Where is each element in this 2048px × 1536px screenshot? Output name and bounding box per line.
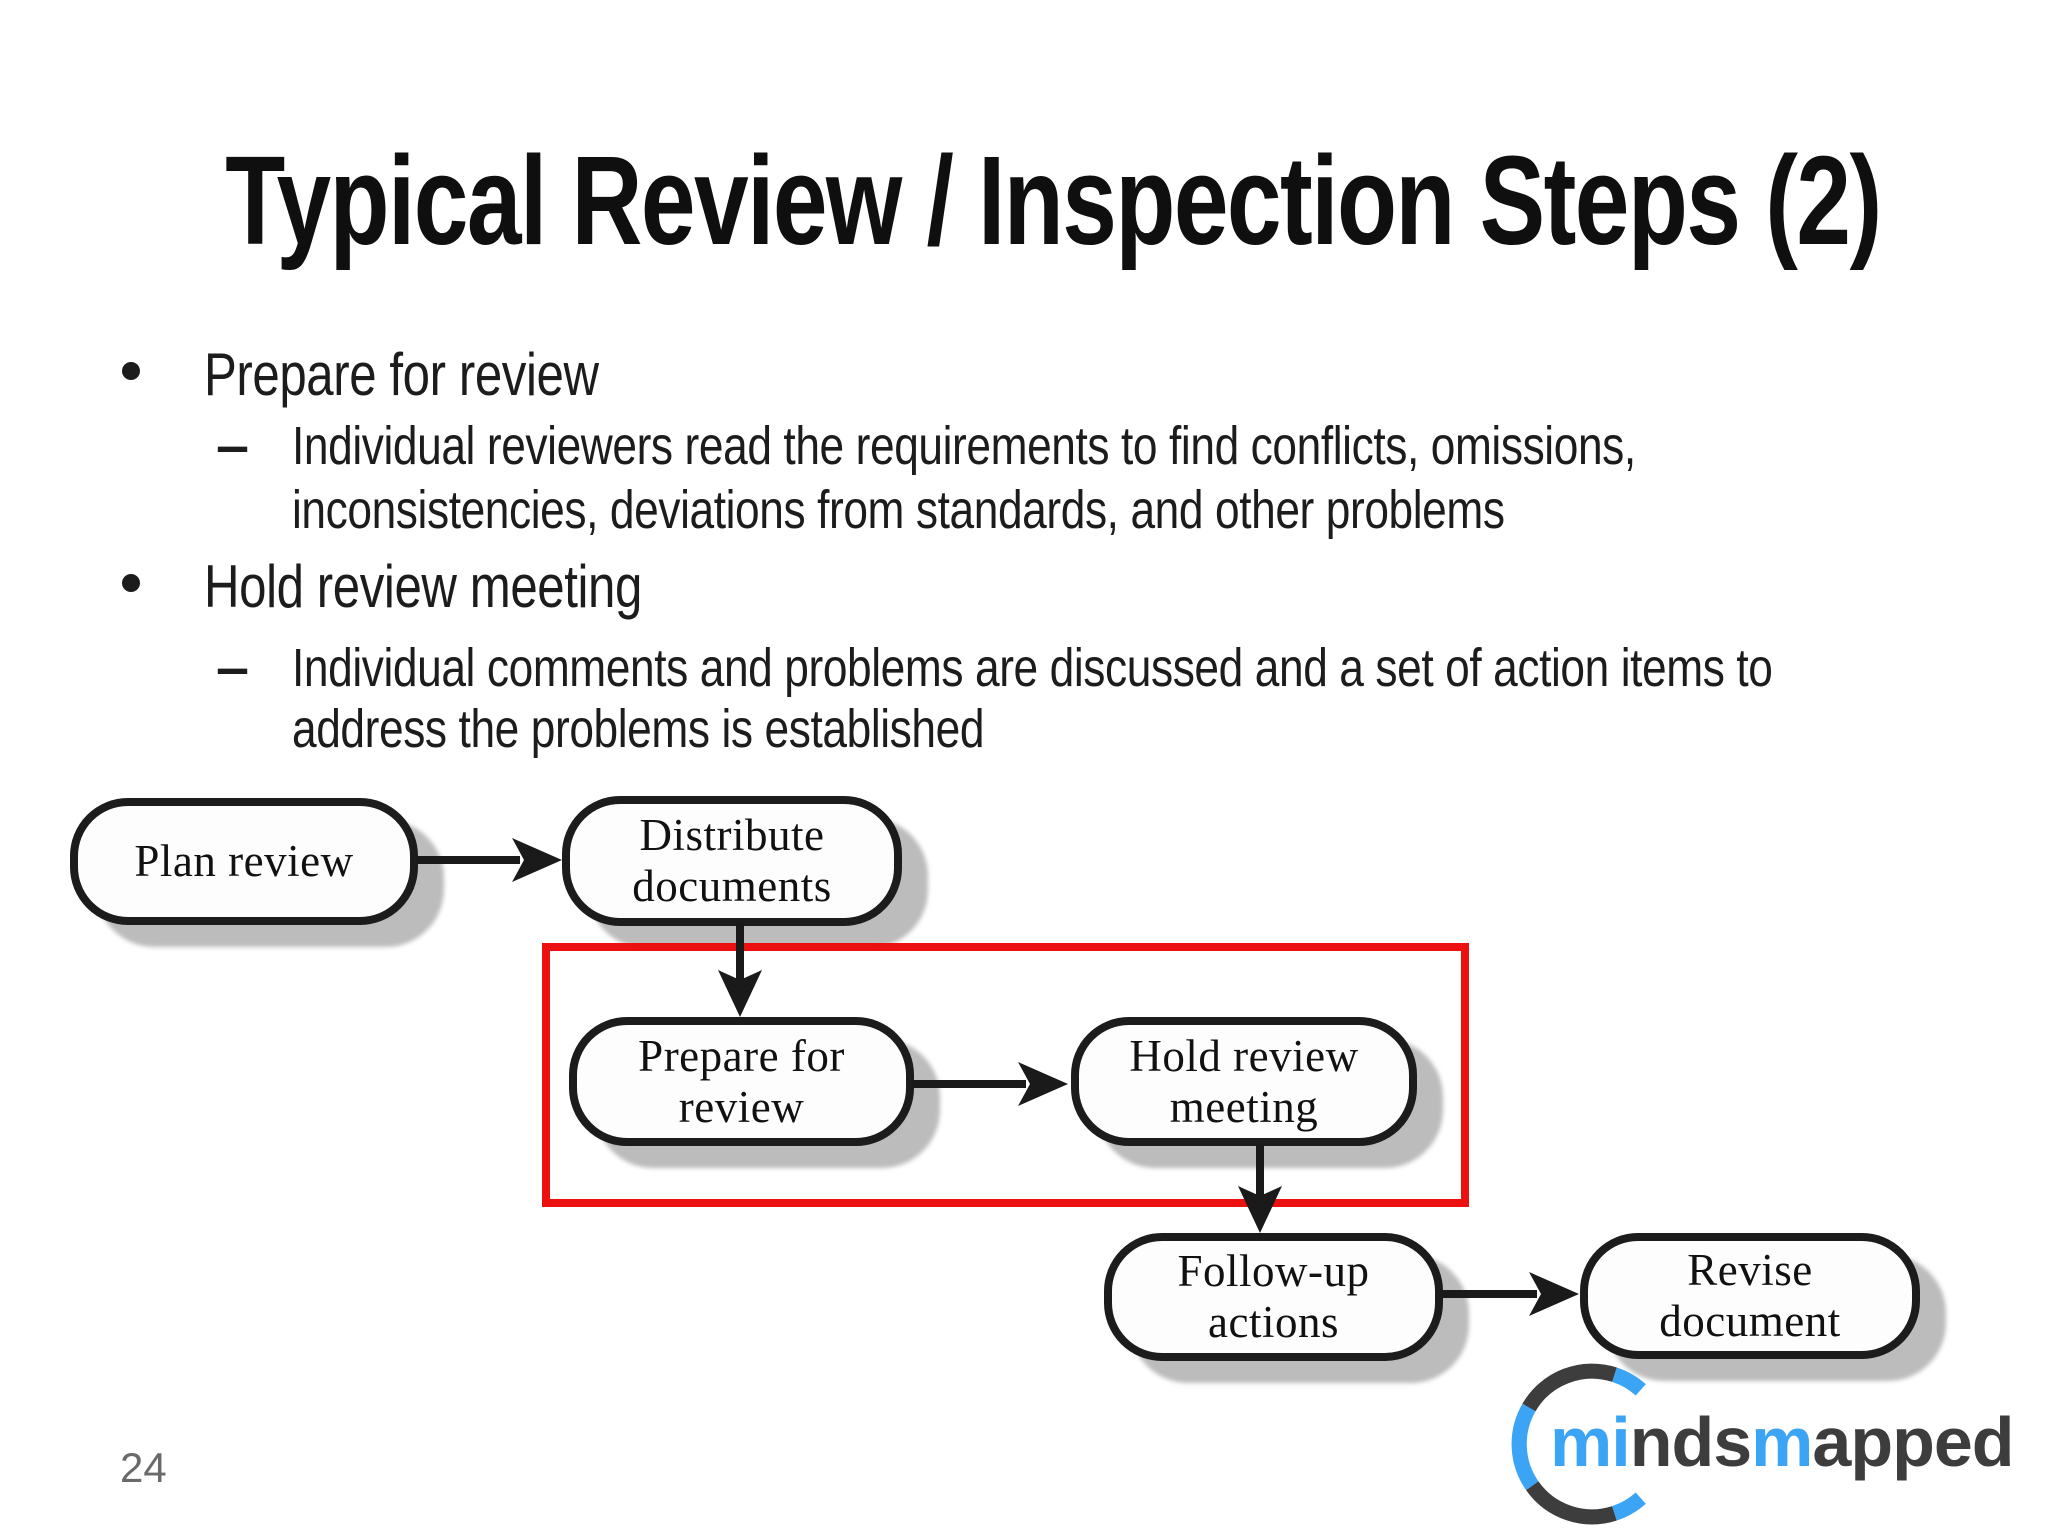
bullet-2-subline-2: address the problems is established [292,699,985,759]
logo-text-segment: mi [1550,1403,1631,1481]
logo-text-segment: m [1751,1403,1813,1481]
node-label: Revise [1687,1245,1813,1295]
node-label: Follow-up [1177,1246,1370,1296]
bullet-1-label: Prepare for review [204,341,599,408]
bullet-icon [122,362,140,380]
mindsmapped-logo: mindsmapped [1506,1358,2026,1536]
logo-text-segment: apped [1812,1403,2014,1481]
arrow-distribute-to-prepare-icon [718,922,762,1017]
node-label: actions [1208,1297,1339,1347]
page-number: 24 [120,1444,167,1491]
node-label: Plan review [134,836,354,886]
node-label: review [678,1081,805,1132]
node-label: Hold review [1129,1030,1359,1081]
logo-wordmark: mindsmapped [1550,1402,2015,1482]
node-label: Prepare for [638,1030,845,1081]
node-label: Distribute [639,810,825,860]
arrow-plan-to-distribute-icon [416,838,562,882]
bullet-2-subline-1: Individual comments and problems are dis… [292,638,1773,698]
node-label: documents [632,861,832,911]
logo-text-segment: nds [1629,1403,1752,1481]
arrow-hold-to-followup-icon [1238,1144,1282,1233]
logo-ring-icon [1511,1363,1646,1525]
bullet-1-subline-1: Individual reviewers read the requiremen… [292,416,1636,476]
arrow-followup-to-revise-icon [1441,1272,1579,1316]
bullet-icon [122,574,140,592]
flowchart-node-prepare-for-review: Prepare for review [569,1017,914,1146]
flowchart-node-follow-up-actions: Follow-up actions [1104,1233,1443,1361]
node-label: document [1659,1296,1841,1346]
sub-bullet-dash-icon: – [216,416,250,476]
highlight-rectangle [542,943,1469,1207]
sub-bullet-dash-icon: – [216,638,250,698]
flowchart-node-hold-review-meeting: Hold review meeting [1071,1017,1417,1146]
flowchart-node-revise-document: Revise document [1580,1233,1920,1359]
slide-title: Typical Review / Inspection Steps (2) [225,130,1882,271]
arrow-prepare-to-hold-icon [912,1062,1068,1106]
flowchart-node-plan-review: Plan review [70,798,418,925]
flowchart-node-distribute-documents: Distribute documents [562,796,902,926]
bullet-2-label: Hold review meeting [204,553,642,620]
node-label: meeting [1169,1081,1319,1132]
bullet-1-subline-2: inconsistencies, deviations from standar… [292,480,1505,540]
